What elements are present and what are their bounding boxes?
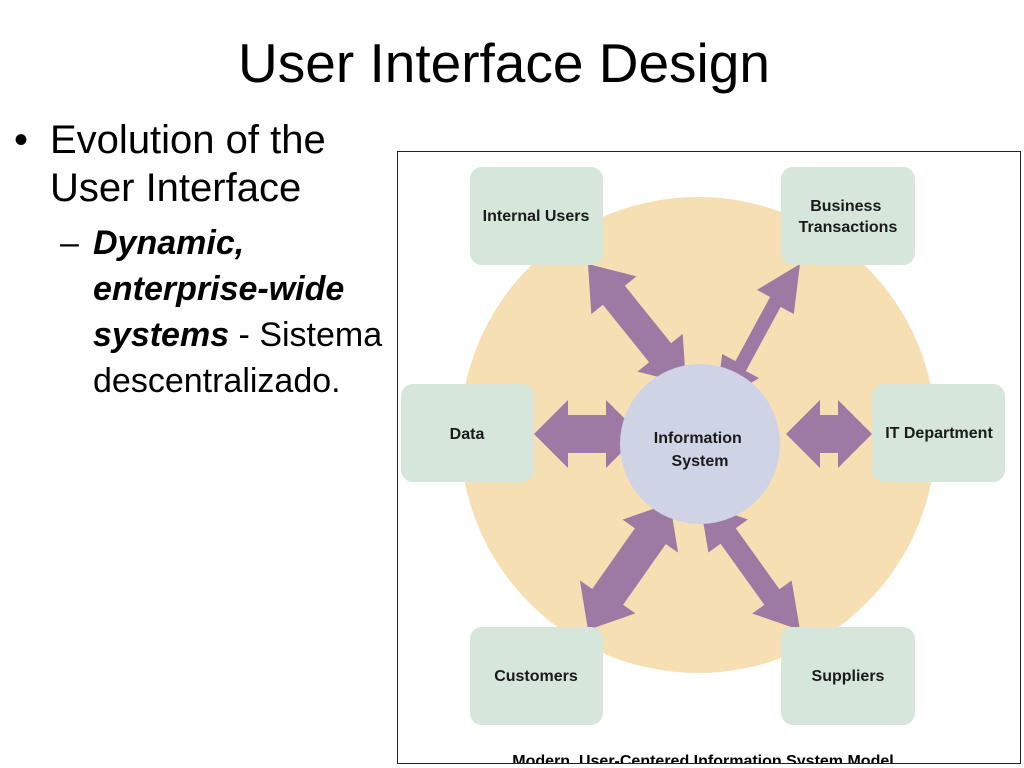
sub-bullet-dash: –	[60, 224, 79, 262]
node-it-department-box	[872, 384, 1005, 482]
center-circle	[620, 364, 780, 524]
bullet-list: • Evolution of the User Interface – Dyna…	[14, 116, 394, 404]
node-data-label: Data	[450, 426, 485, 443]
node-internal-users: Internal Users	[470, 167, 603, 265]
node-data: Data	[401, 384, 534, 482]
arrow-suppliers	[700, 503, 800, 630]
node-internal-users-box	[470, 167, 603, 265]
arrow-it-department	[786, 400, 872, 468]
node-customers-label: Customers	[494, 668, 578, 685]
node-it-department: IT Department	[872, 384, 1005, 482]
bullet-text: Evolution of the User Interface	[50, 118, 326, 210]
bullet-dot-icon: •	[14, 118, 29, 162]
system-model-figure: Information System Internal Users Busine…	[397, 151, 1021, 764]
node-data-box	[401, 384, 534, 482]
center-label-line1: Information	[654, 430, 742, 447]
arrow-internal-users	[588, 264, 686, 384]
figure-caption: Modern, User-Centered Information System…	[512, 753, 893, 764]
sub-bullet-item: – Dynamic, enterprise-wide systems - Sis…	[14, 220, 394, 404]
node-suppliers: Suppliers	[781, 627, 915, 725]
slide-title: User Interface Design	[238, 32, 770, 94]
node-customers: Customers	[470, 627, 603, 725]
sub-bullet-emphasis: Dynamic, enterprise-wide systems	[93, 224, 345, 354]
node-customers-box	[470, 627, 603, 725]
center-label: Information System	[654, 430, 746, 470]
node-internal-users-label: Internal Users	[483, 208, 590, 225]
arrow-data	[534, 400, 640, 468]
node-business-transactions: Business Transactions	[781, 167, 915, 265]
node-suppliers-box	[781, 627, 915, 725]
center-label-line2: System	[672, 453, 729, 470]
arrow-customers	[579, 503, 679, 630]
node-business-transactions-box	[781, 167, 915, 265]
node-business-transactions-line2: Transactions	[799, 219, 898, 236]
system-model-diagram: Information System Internal Users Busine…	[401, 167, 1005, 764]
arrow-business-transactions	[716, 264, 800, 404]
node-suppliers-label: Suppliers	[812, 668, 885, 685]
sub-bullet-text: Sistema descentralizado.	[93, 316, 383, 400]
bullet-item: • Evolution of the User Interface	[14, 116, 394, 212]
node-business-transactions-label: Business Transactions	[799, 198, 898, 236]
node-it-department-label: IT Department	[885, 425, 993, 442]
node-business-transactions-line1: Business	[810, 198, 881, 215]
sub-bullet-separator: -	[229, 316, 260, 354]
